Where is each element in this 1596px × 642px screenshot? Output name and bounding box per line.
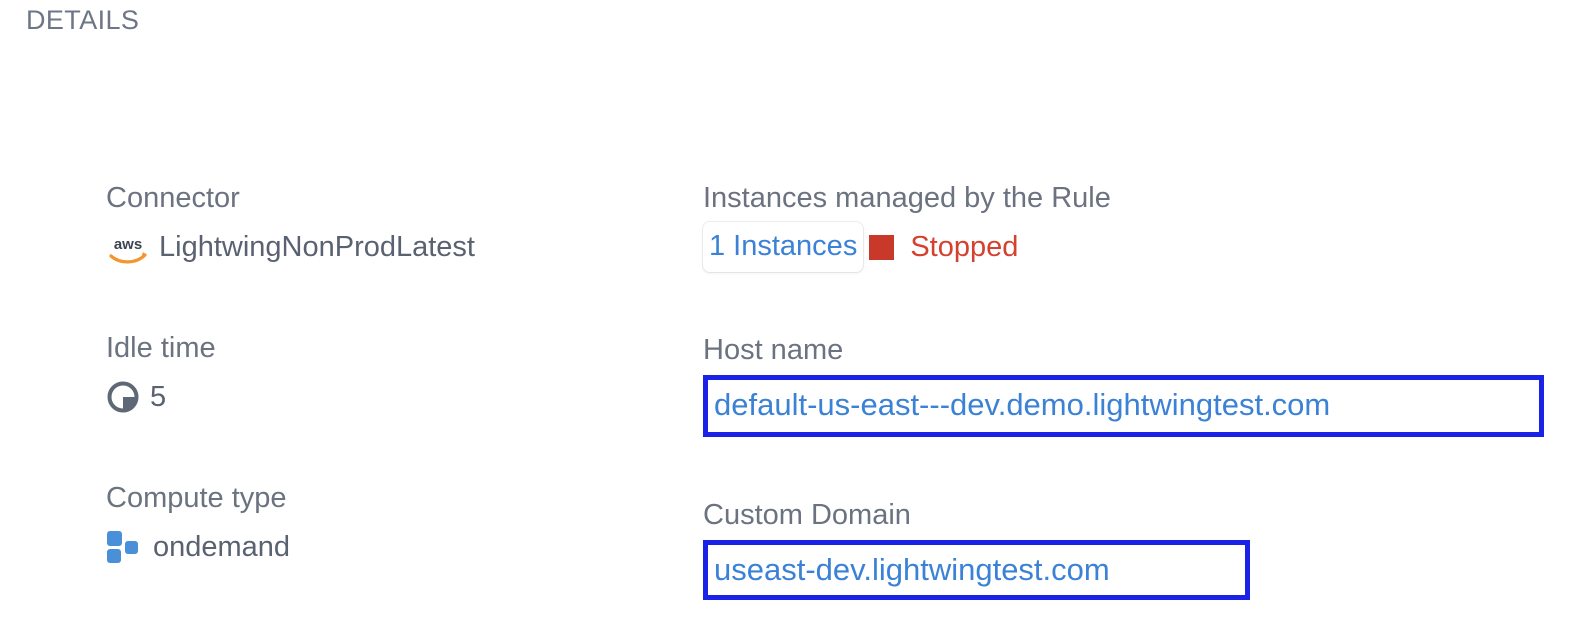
page-title: DETAILS — [26, 5, 140, 35]
compute-type-label: Compute type — [106, 482, 287, 514]
connector-value-row: aws LightwingNonProdLatest — [106, 224, 686, 270]
field-connector: Connector aws LightwingNonProdLatest — [106, 178, 686, 270]
host-name-link[interactable]: default-us-east---dev.demo.lightwingtest… — [714, 387, 1331, 422]
connector-value: LightwingNonProdLatest — [159, 231, 475, 263]
host-name-highlight-box[interactable]: default-us-east---dev.demo.lightwingtest… — [703, 375, 1544, 437]
custom-domain-highlight-box[interactable]: useast-dev.lightwingtest.com — [703, 540, 1250, 600]
status-square-icon — [869, 234, 895, 260]
host-name-label: Host name — [703, 334, 844, 366]
field-instances: Instances managed by the Rule 1 Instance… — [703, 178, 1573, 272]
custom-domain-label: Custom Domain — [703, 499, 911, 531]
instances-count-link[interactable]: 1 Instances — [703, 222, 864, 272]
blocks-icon — [106, 529, 144, 565]
svg-text:aws: aws — [114, 236, 142, 253]
idle-time-value: 5 — [150, 381, 167, 413]
clock-icon — [106, 380, 140, 414]
field-custom-domain: Custom Domain useast-dev.lightwingtest.c… — [703, 495, 1573, 600]
details-right-column: Instances managed by the Rule 1 Instance… — [703, 178, 1573, 600]
compute-type-value: ondemand — [153, 531, 291, 563]
details-left-column: Connector aws LightwingNonProdLatest Idl… — [106, 178, 686, 570]
field-idle-time: Idle time 5 — [106, 328, 686, 420]
field-host-name: Host name default-us-east---dev.demo.lig… — [703, 330, 1573, 437]
idle-time-label: Idle time — [106, 332, 216, 364]
field-compute-type: Compute type ondemand — [106, 478, 686, 570]
connector-label: Connector — [106, 182, 240, 214]
aws-logo-icon: aws — [106, 232, 150, 266]
custom-domain-link[interactable]: useast-dev.lightwingtest.com — [714, 552, 1110, 587]
compute-type-value-row: ondemand — [106, 524, 686, 570]
status-badge: Stopped — [869, 227, 1018, 267]
idle-time-value-row: 5 — [106, 374, 686, 420]
instances-label: Instances managed by the Rule — [703, 182, 1111, 214]
status-label: Stopped — [910, 231, 1019, 263]
instances-value-row: 1 Instances Stopped — [703, 222, 1573, 272]
